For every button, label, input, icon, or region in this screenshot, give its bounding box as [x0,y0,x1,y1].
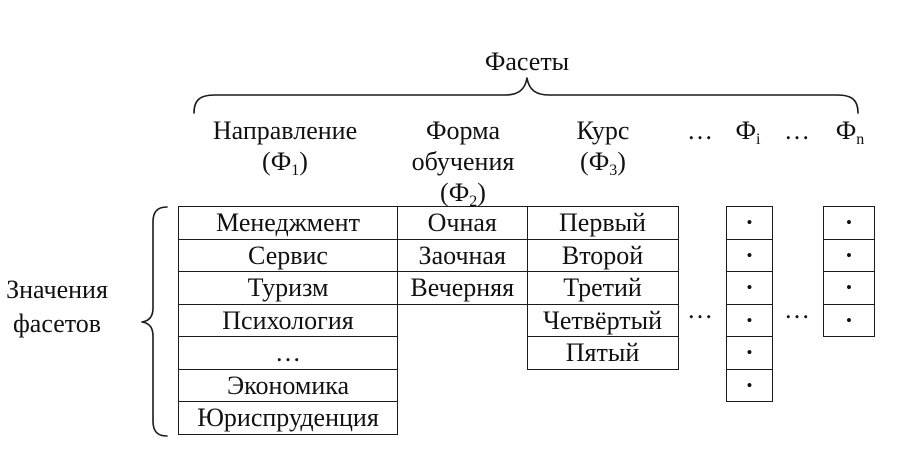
facet-index: n [856,131,865,148]
facet-symbol: Ф [588,147,610,176]
facet-symbol: Ф [448,178,470,207]
columns-ellipsis: … [687,295,713,324]
paren-close: ) [299,147,308,176]
values-label-line2: фасетов [12,309,102,338]
facet-value-cell: Третий [527,272,678,305]
facet-header-name: Форма [426,116,500,145]
facet-value-cell: Юриспруденция [179,402,397,435]
facet-header-course: Курс (Ф3) [543,115,663,179]
facet-values-direction: Менеджмент Сервис Туризм Психология … Эк… [178,206,398,435]
facet-value-cell: Менеджмент [179,207,397,240]
facet-header-n: Фn [820,115,880,148]
values-label: Значения фасетов [0,273,114,341]
facet-value-cell: … [179,337,397,370]
paren-close: ) [617,147,626,176]
bullet-cell: • [727,272,772,305]
facet-header-symbol: (Ф2) [398,177,528,210]
facet-header-name: Курс [576,116,630,145]
facet-value-cell: Пятый [527,337,678,370]
columns-ellipsis: … [784,295,810,324]
facet-header-symbol: Фn [820,115,880,148]
facet-header-symbol: (Ф1) [185,146,385,179]
bullet-cell: • [727,207,772,240]
facet-index: 2 [469,193,478,210]
facet-header-direction: Направление (Ф1) [185,115,385,179]
facets-title: Фасеты [484,47,570,76]
facet-symbol: Ф [835,116,857,145]
facet-header-name: обучения [411,147,515,176]
paren-open: ( [440,178,449,207]
facet-value-cell: Сервис [179,240,397,272]
paren-open: ( [262,147,271,176]
header-ellipsis: … [784,116,810,145]
paren-close: ) [477,178,486,207]
values-brace [141,206,168,437]
facet-value-cell: Четвёртый [527,305,678,337]
paren-open: ( [580,147,589,176]
facet-header-symbol: Фi [723,115,773,148]
bullet-cell: • [824,207,874,240]
bullet-cell: • [727,370,772,402]
facet-value-cell: Очная [397,207,527,240]
facet-index: 3 [609,162,618,179]
bullet-cell: • [824,272,874,305]
bullet-cell: • [727,337,772,370]
bullet-cell: • [727,240,772,272]
facet-value-cell: Второй [527,240,678,272]
facet-values-course: Первый Второй Третий Четвёртый Пятый [526,206,679,370]
facet-value-cell: Психология [179,305,397,337]
facet-symbol: Ф [735,116,757,145]
facet-values-study-form: Очная Заочная Вечерняя [396,206,528,305]
facet-header-name: Направление [212,116,358,145]
facet-value-cell: Туризм [179,272,397,305]
facet-value-cell: Вечерняя [397,272,527,305]
facet-header-i: Фi [723,115,773,148]
facet-value-cell: Заочная [397,240,527,272]
facet-value-cell: Первый [527,207,678,240]
facet-values-n: • • • • [823,206,875,337]
facet-symbol: Ф [270,147,292,176]
facet-value-cell: Экономика [179,370,397,402]
facet-header-study-form: Форма обучения (Ф2) [398,115,528,210]
header-ellipsis: … [687,116,713,145]
bullet-cell: • [824,240,874,272]
facet-header-symbol: (Ф3) [543,146,663,179]
bullet-cell: • [727,305,772,337]
facet-index: 1 [291,162,300,179]
values-label-line1: Значения [6,275,108,304]
bullet-cell: • [824,305,874,337]
facets-brace [193,77,859,114]
facet-index: i [756,131,761,148]
facet-values-i: • • • • • • [726,206,773,402]
